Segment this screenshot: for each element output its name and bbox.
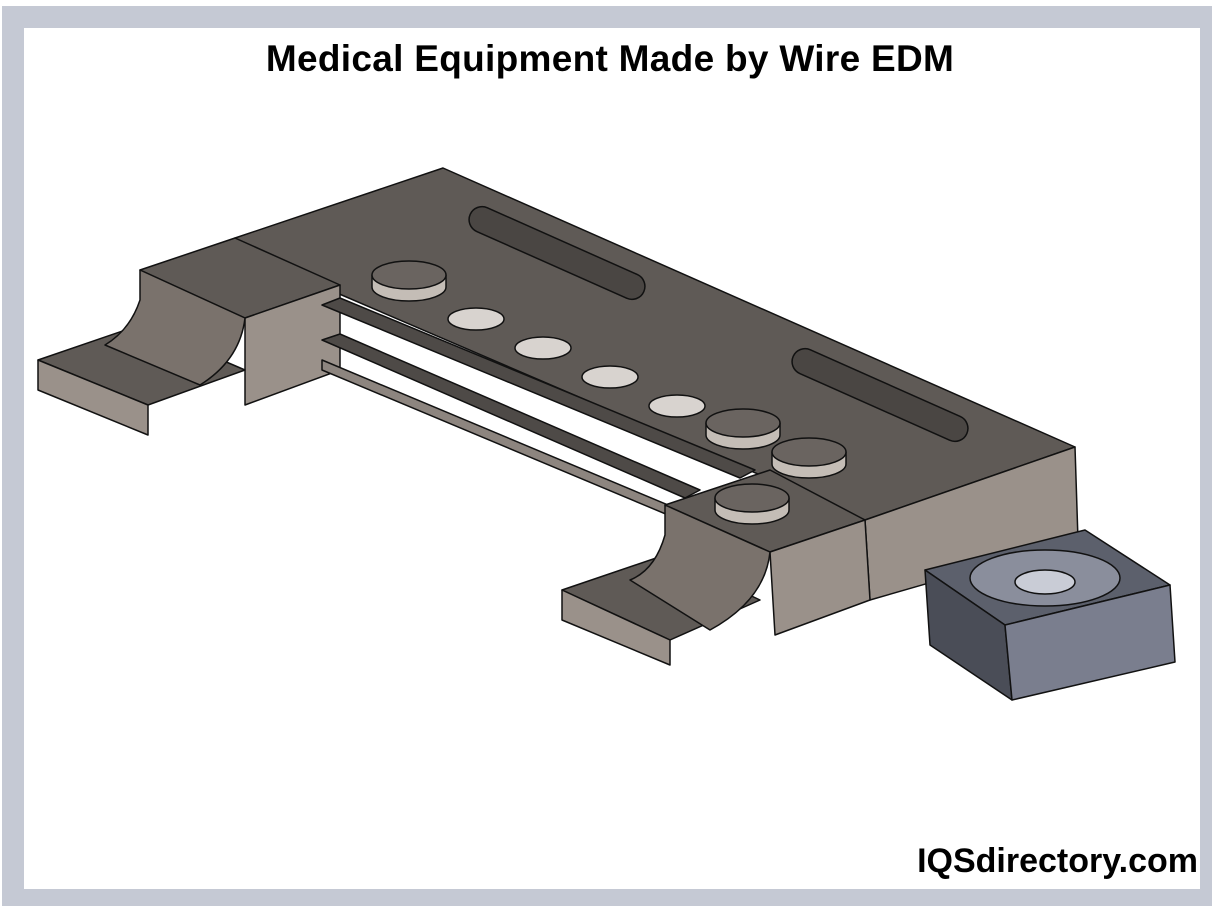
- insert-side: [1004, 584, 1176, 701]
- insert-hole: [1014, 569, 1076, 595]
- hole: [648, 394, 706, 418]
- right-arm-side: [769, 519, 871, 636]
- hole: [447, 307, 505, 331]
- image-title: Medical Equipment Made by Wire EDM: [265, 38, 955, 79]
- watermark-logo: IQSdirectory.com: [917, 842, 1198, 880]
- hole: [514, 336, 572, 360]
- rail-1: [321, 297, 756, 479]
- pins: [371, 260, 847, 525]
- left-foot-side: [37, 359, 149, 436]
- right-foot-side: [561, 589, 671, 666]
- hole: [581, 365, 639, 389]
- right-arm-curve: [629, 504, 771, 631]
- slot-1: [468, 205, 646, 301]
- slot-2: [791, 347, 969, 443]
- left-arm-curve: [104, 269, 246, 386]
- rail-2: [321, 333, 701, 499]
